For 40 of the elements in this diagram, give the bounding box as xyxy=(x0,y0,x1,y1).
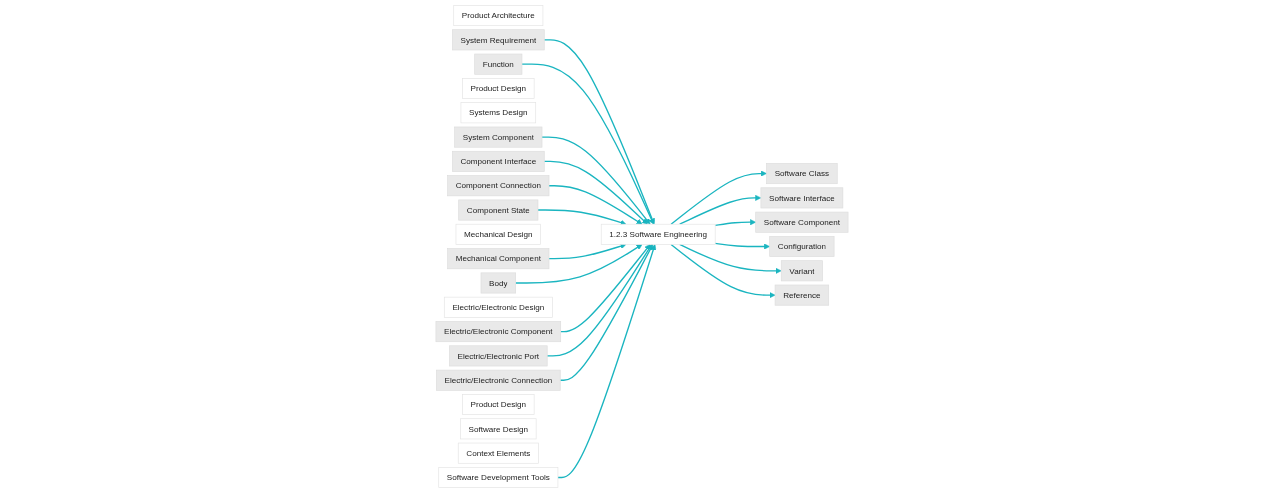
arrow xyxy=(537,209,627,226)
node-box: System Component xyxy=(454,126,543,148)
node-box: Mechanical Component xyxy=(447,248,550,270)
node-box: Product Design xyxy=(462,78,535,99)
arrow xyxy=(515,244,643,284)
arrow xyxy=(670,170,767,225)
node-box: Software Class xyxy=(766,163,838,185)
node-box: Software Component xyxy=(755,211,849,233)
arrow xyxy=(559,244,654,381)
node-box: Systems Design xyxy=(460,102,537,124)
arrow xyxy=(548,243,627,260)
arrow xyxy=(548,185,643,225)
arrow xyxy=(679,243,782,274)
node-box: Component Connection xyxy=(447,175,550,197)
arrow xyxy=(546,244,653,357)
arrow xyxy=(521,63,655,225)
arrow xyxy=(714,219,756,227)
node-box: Component State xyxy=(458,199,539,221)
node-box: Function xyxy=(474,53,523,75)
arrow xyxy=(541,136,651,225)
node-box: Product Design xyxy=(462,394,535,415)
arrow xyxy=(557,244,657,479)
arrow xyxy=(543,160,648,225)
node-box: Electric/Electronic Connection xyxy=(436,369,561,391)
node-box: Software Development Tools xyxy=(438,467,559,488)
node-box: Electric/Electronic Component xyxy=(435,321,562,343)
node-box: System Requirement xyxy=(452,29,545,51)
node-box: Reference xyxy=(774,284,830,306)
arrow xyxy=(714,242,770,250)
arrow xyxy=(679,194,762,225)
node-box: Component Interface xyxy=(452,150,545,172)
node-box: Body xyxy=(480,272,516,294)
node-box: Electric/Electronic Port xyxy=(449,345,548,367)
node-box: 1.2.3 Software Engineering xyxy=(600,223,716,245)
arrow xyxy=(560,244,651,333)
arrow xyxy=(543,39,655,225)
arrow xyxy=(670,243,776,299)
node-box: Configuration xyxy=(769,236,835,257)
node-box: Software Interface xyxy=(760,187,844,209)
node-box: Variant xyxy=(780,260,823,282)
